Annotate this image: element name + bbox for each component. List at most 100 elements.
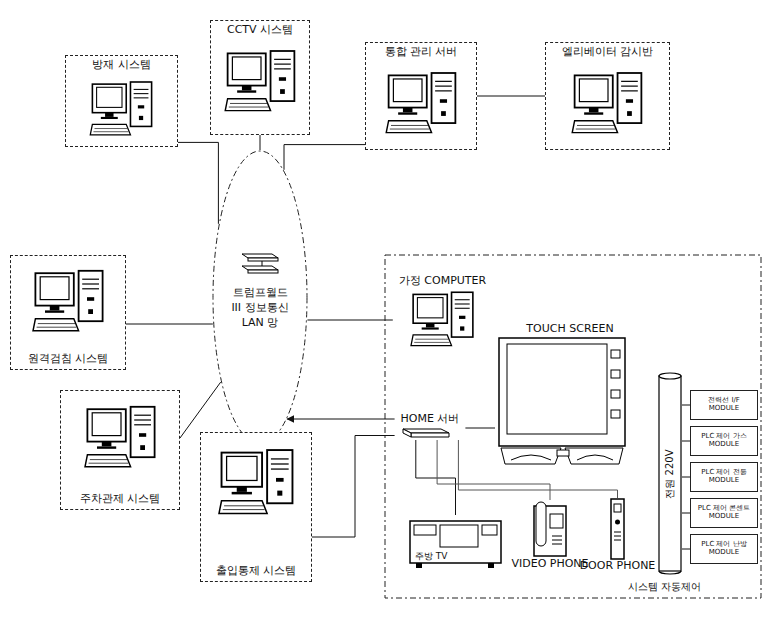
system-box: 통합 관리 서버: [365, 42, 477, 150]
icon-part: [659, 373, 681, 379]
icon-part: [614, 504, 621, 512]
icon-part: [50, 306, 60, 311]
icon-part: [611, 390, 620, 398]
icon-part: [615, 520, 620, 525]
icon-part: [627, 111, 632, 116]
icon-part: [138, 105, 144, 108]
icon-part: [411, 433, 449, 437]
system-box: 주차관제 시스템: [60, 390, 180, 510]
icon-part: [82, 283, 99, 284]
node-label: 트럼프월드III 정보통신 LAN 망: [228, 286, 292, 331]
icon-part: [659, 571, 681, 574]
icon-part: [79, 271, 103, 321]
icon-part: [614, 536, 621, 537]
pc-icon: [219, 449, 295, 517]
connector-line: [260, 135, 261, 150]
icon-part: [611, 499, 624, 559]
icon-part: [575, 75, 613, 107]
touch-icon: [495, 336, 645, 468]
connector-line: [284, 145, 365, 170]
icon-part: [229, 107, 268, 108]
connector-line: [287, 419, 394, 420]
icon-part: [416, 563, 422, 568]
pc-icon: [411, 292, 475, 348]
icon-part: [422, 327, 439, 329]
pc-icon: [85, 403, 157, 473]
icon-part: [482, 525, 497, 535]
node-label: TOUCH SCREEN: [526, 323, 613, 336]
icon-part: [87, 409, 125, 441]
icon-part: [90, 459, 127, 460]
icon-part: [271, 51, 295, 101]
icon-part: [130, 82, 151, 126]
icon-part: [95, 128, 128, 129]
icon-part: [139, 116, 143, 120]
icon-part: [584, 112, 603, 114]
node-label: 전력선 I/F MODULE: [693, 397, 755, 412]
connector-line: [312, 436, 395, 538]
icon-part: [248, 270, 278, 273]
icon-part: [386, 121, 431, 133]
icon-part: [37, 327, 77, 328]
node-label: 원격검침 시스템: [28, 353, 109, 366]
door-phone: DOOR PHONE: [574, 498, 662, 576]
icon-part: [237, 487, 247, 492]
icon-part: [82, 288, 99, 289]
node-label: 주방 TV: [415, 551, 448, 561]
icon-part: [441, 111, 446, 116]
connector-line: [126, 324, 213, 325]
icon-part: [398, 112, 417, 114]
icon-part: [227, 456, 257, 480]
home-computer: 가정 COMPUTER: [393, 272, 492, 352]
icon-part: [274, 68, 291, 69]
icon-part: [87, 297, 94, 301]
icon-part: [242, 86, 252, 91]
icon-part: [277, 491, 282, 496]
icon-part: [614, 540, 621, 541]
icon-part: [621, 90, 638, 91]
node-label: 방재 시스템: [92, 59, 151, 72]
icon-part: [271, 468, 289, 469]
icon-part: [565, 448, 623, 464]
icon-part: [552, 540, 562, 541]
icon-part: [92, 84, 126, 113]
icon-part: [140, 445, 145, 450]
icon-part: [621, 86, 638, 87]
icon-part: [611, 410, 620, 418]
icon-part: [213, 151, 307, 444]
icon-part: [659, 376, 681, 571]
icon-part: [435, 86, 452, 87]
icon-part: [105, 113, 113, 117]
system-box: 엘리베이터 감시반: [545, 42, 670, 150]
plc-module: PLC 제어 가스 MODULE: [690, 426, 758, 456]
icon-part: [90, 124, 130, 135]
icon-part: [242, 266, 278, 270]
icon-part: [85, 455, 131, 467]
sw-icon: [238, 248, 282, 278]
icon-part: [393, 79, 422, 102]
icon-part: [611, 370, 620, 378]
power-line-pole: 전원 220V: [658, 372, 682, 575]
icon-part: [621, 81, 638, 82]
icon-part: [262, 261, 263, 266]
icon-part: [390, 129, 429, 130]
icon-part: [536, 502, 546, 546]
icon-part: [279, 77, 286, 81]
icon-part: [417, 298, 443, 318]
door-icon: [610, 498, 625, 560]
icon-part: [488, 563, 494, 568]
connector-line: [477, 96, 545, 97]
icon-part: [45, 310, 64, 312]
plc-module: PLC 제어 전등 MODULE: [690, 462, 758, 492]
icon-part: [93, 131, 128, 132]
icon-part: [134, 415, 151, 416]
connector-line: [416, 440, 456, 515]
video-icon: [530, 500, 570, 558]
kitchen-tv: 주방 TV: [408, 515, 503, 570]
icon-part: [97, 446, 116, 448]
icon-part: [577, 125, 614, 126]
icon-part: [626, 99, 633, 103]
icon-part: [242, 254, 278, 258]
icon-part: [452, 292, 473, 337]
